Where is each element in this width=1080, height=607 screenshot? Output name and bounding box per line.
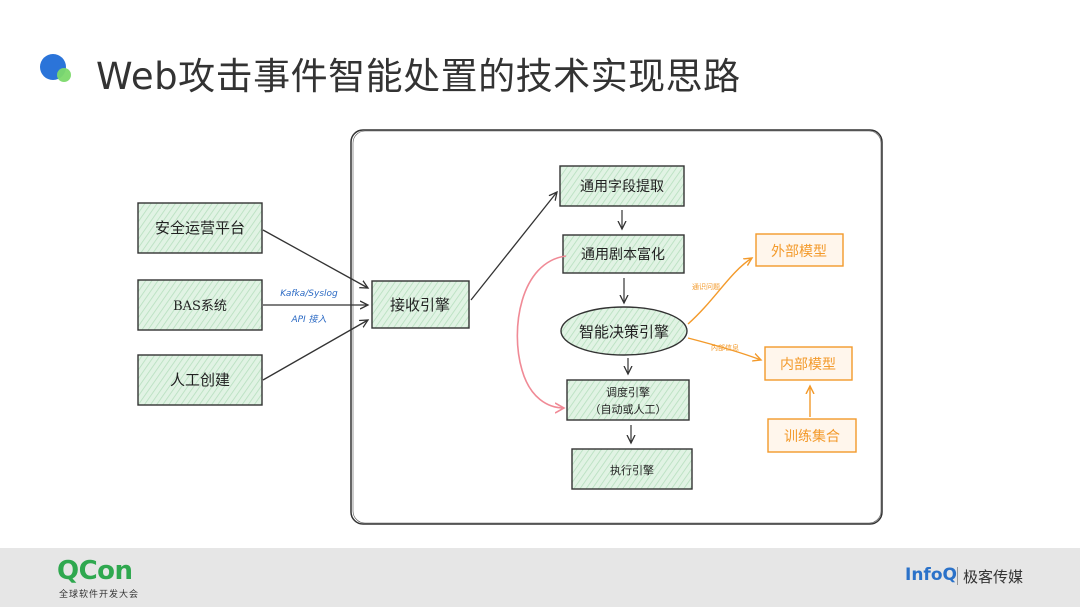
edge-note-external: 通识问题 <box>692 282 720 291</box>
node-decision-engine: 智能决策引擎 <box>560 306 688 356</box>
node-field-extract: 通用字段提取 <box>559 165 685 207</box>
link-label-api: API 接入 <box>290 314 326 325</box>
node-bas-system-label: BAS系统 <box>173 299 227 314</box>
edge-ops-to-receive <box>262 229 368 288</box>
title-bullet-accent-icon <box>57 68 71 82</box>
node-internal-model-label: 内部模型 <box>780 357 836 373</box>
link-label-kafka: Kafka/Syslog <box>280 289 338 299</box>
node-receive-engine: 接收引擎 <box>371 280 470 329</box>
node-playbook-enrich-label: 通用剧本富化 <box>581 246 665 263</box>
node-ops-platform-label: 安全运营平台 <box>155 219 245 237</box>
node-internal-model: 内部模型 <box>764 346 853 381</box>
node-receive-engine-label: 接收引擎 <box>390 296 450 314</box>
engine-container-sketch <box>352 130 882 524</box>
node-training-set-label: 训练集合 <box>784 428 840 445</box>
node-manual-create-label: 人工创建 <box>170 371 230 389</box>
node-training-set: 训练集合 <box>767 418 857 453</box>
node-ops-platform: 安全运营平台 <box>137 202 263 254</box>
edge-note-internal: 内部信息 <box>711 343 739 352</box>
node-external-model-label: 外部模型 <box>771 244 827 260</box>
qcon-tagline: 全球软件开发大会 <box>59 590 140 600</box>
node-execute-engine: 执行引擎 <box>571 448 693 490</box>
flow-diagram: 安全运营平台 BAS系统 人工创建 Kafka/Syslog API 接入 接收… <box>137 129 883 525</box>
node-bas-system: BAS系统 <box>137 279 263 331</box>
node-manual-create: 人工创建 <box>137 354 263 406</box>
qcon-logo: QCon <box>57 556 133 586</box>
engine-container <box>350 129 883 525</box>
node-dispatch-engine-label: 调度引擎 <box>606 385 650 399</box>
edge-manual-to-receive <box>262 320 368 381</box>
edge-decide-to-external <box>687 258 752 325</box>
infoq-logo: InfoQ <box>905 565 957 585</box>
edge-decide-to-internal <box>687 337 761 360</box>
node-field-extract-label: 通用字段提取 <box>580 179 664 195</box>
node-external-model: 外部模型 <box>755 233 844 267</box>
node-dispatch-engine-sublabel: （自动或人工） <box>590 403 667 416</box>
page-title-text: Web攻击事件智能处置的技术实现思路 <box>96 55 741 98</box>
node-execute-engine-label: 执行引擎 <box>610 463 654 477</box>
node-dispatch-engine: 调度引擎 （自动或人工） <box>566 379 690 421</box>
edge-receive-to-extract <box>470 192 557 301</box>
infoq-tagline: 极客传媒 <box>963 568 1024 586</box>
footer-bar: QCon 全球软件开发大会 InfoQ 极客传媒 <box>0 548 1080 607</box>
node-playbook-enrich: 通用剧本富化 <box>562 234 685 274</box>
edge-enrich-to-dispatch <box>516 255 567 408</box>
node-decision-engine-label: 智能决策引擎 <box>579 323 669 341</box>
footer-divider <box>957 567 958 585</box>
